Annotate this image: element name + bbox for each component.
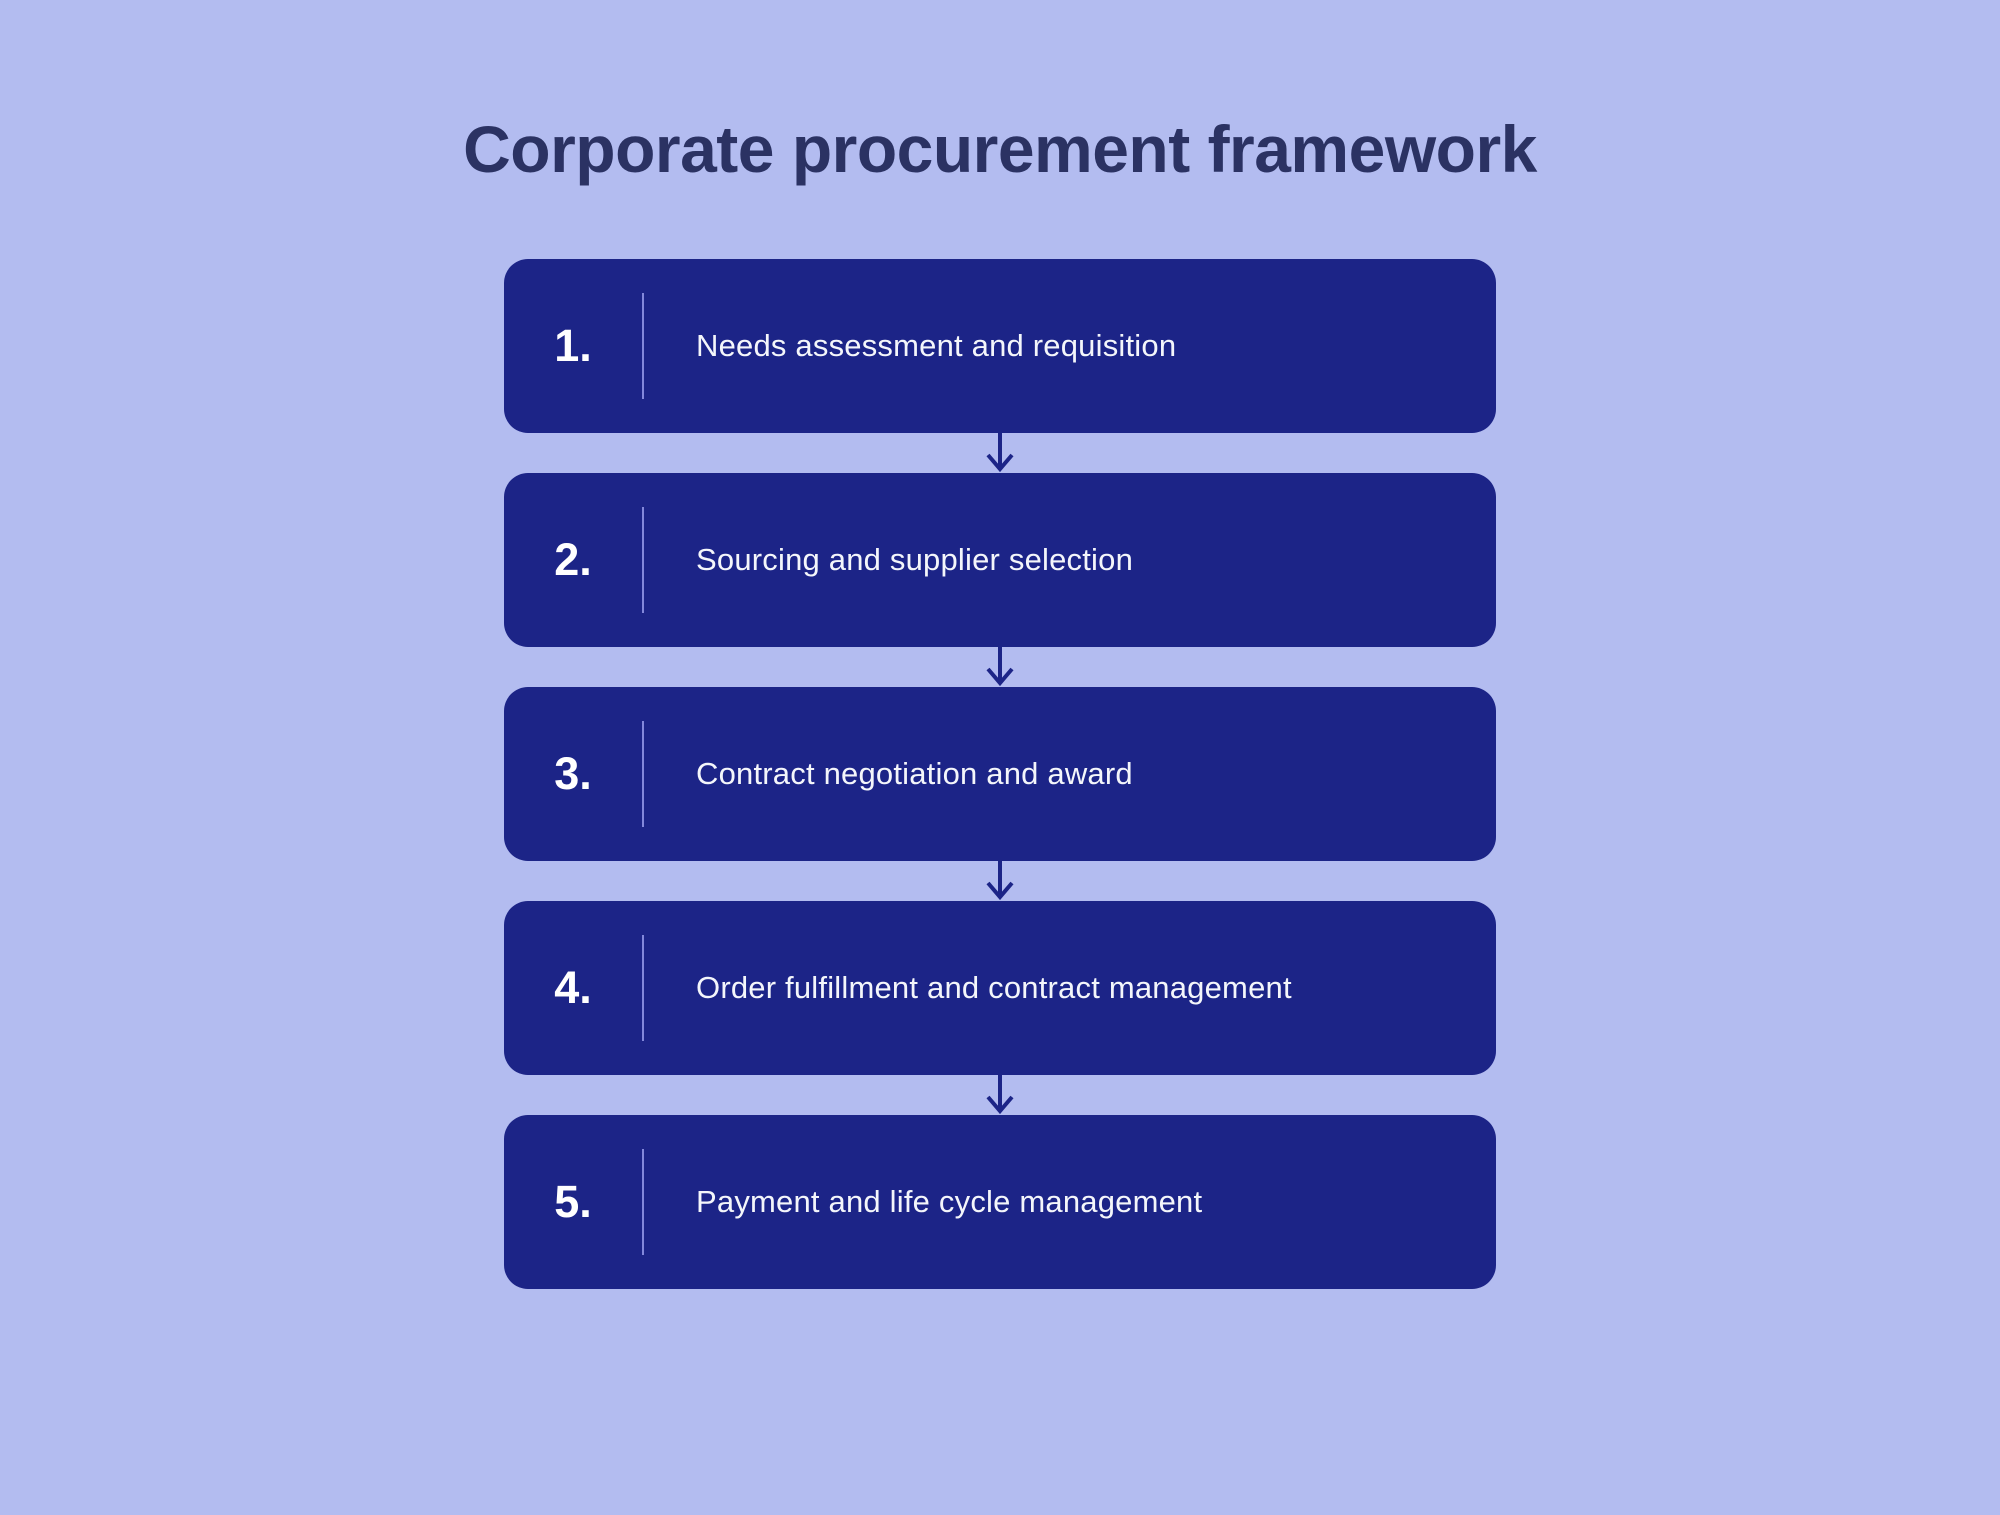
step-number: 4. [554, 961, 592, 1013]
step-number: 3. [554, 747, 592, 799]
down-arrow-icon [504, 1074, 1496, 1115]
step-number: 1. [554, 319, 592, 371]
down-arrow-icon [504, 646, 1496, 687]
step-box-1: 1. Needs assessment and requisition [504, 258, 1496, 433]
step-box-4: 4. Order fulfillment and contract manage… [504, 900, 1496, 1075]
down-arrow-icon [504, 860, 1496, 901]
step-divider [642, 506, 644, 613]
step-divider [642, 1148, 644, 1255]
step-box-5: 5. Payment and life cycle management [504, 1114, 1496, 1289]
step-label: Needs assessment and requisition [696, 327, 1177, 363]
step-divider [642, 934, 644, 1041]
step-label: Contract negotiation and award [696, 755, 1133, 791]
procurement-flowchart: 1. Needs assessment and requisition 2. S… [504, 258, 1496, 1289]
step-number: 2. [554, 533, 592, 585]
down-arrow-icon [504, 432, 1496, 473]
step-divider [642, 720, 644, 827]
step-number: 5. [554, 1175, 592, 1227]
step-box-2: 2. Sourcing and supplier selection [504, 472, 1496, 647]
step-label: Order fulfillment and contract managemen… [696, 969, 1292, 1005]
step-label: Sourcing and supplier selection [696, 541, 1134, 577]
page-title: Corporate procurement framework [463, 112, 1537, 186]
step-label: Payment and life cycle management [696, 1183, 1203, 1219]
step-box-3: 3. Contract negotiation and award [504, 686, 1496, 861]
step-divider [642, 292, 644, 399]
